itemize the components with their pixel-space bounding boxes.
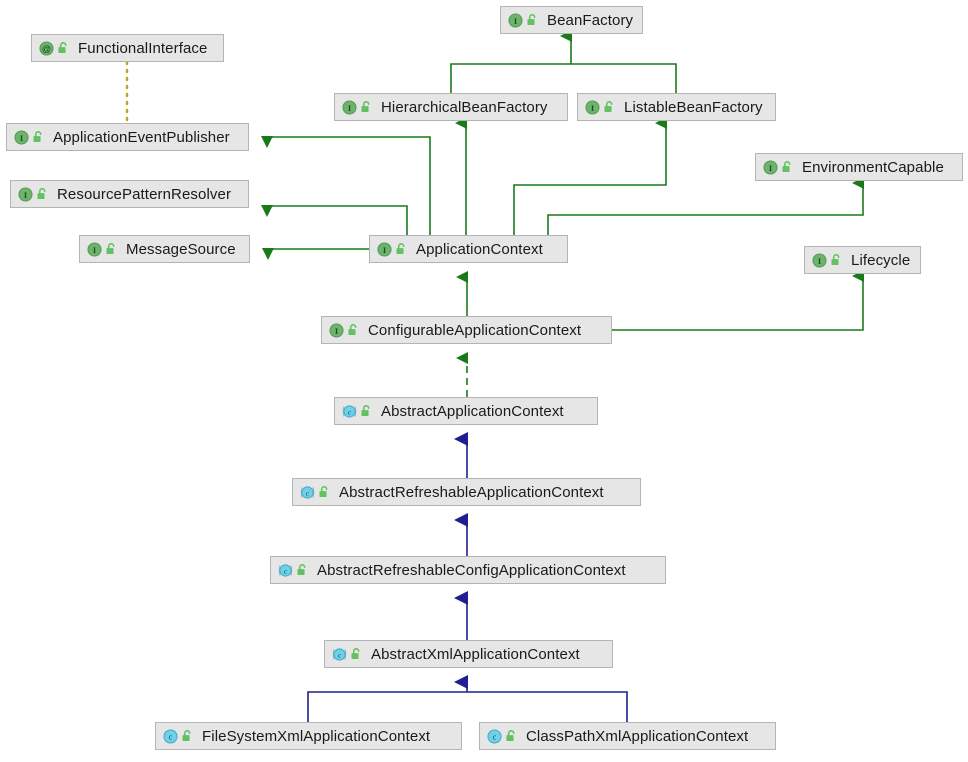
public-unlocked-padlock-icon — [36, 187, 49, 201]
interface-icon: I — [377, 241, 392, 257]
public-unlocked-padlock-icon — [360, 100, 373, 114]
class-icon: c — [487, 728, 502, 744]
class-node-label: ConfigurableApplicationContext — [368, 321, 582, 339]
class-node-configurableapplicationcontext[interactable]: I ConfigurableApplicationContext — [321, 316, 612, 344]
class-node-applicationcontext[interactable]: I ApplicationContext — [369, 235, 568, 263]
class-node-filesystemxmlapplicationcontext[interactable]: c FileSystemXmlApplicationContext — [155, 722, 462, 750]
public-unlocked-padlock-icon — [505, 729, 518, 743]
public-unlocked-padlock-icon — [181, 729, 194, 743]
interface-icon: I — [585, 99, 600, 115]
class-node-abstractrefreshableconfigapplicationcontext[interactable]: c AbstractRefreshableConfigApplicationCon… — [270, 556, 666, 584]
edge-configurableapplicationcontext-lifecycle — [612, 270, 864, 331]
public-unlocked-padlock-icon — [296, 563, 309, 577]
class-node-label: ApplicationContext — [416, 240, 543, 258]
abstract-class-icon: c — [300, 485, 315, 500]
public-unlocked-padlock-icon — [347, 323, 360, 337]
svg-text:I: I — [93, 244, 96, 254]
interface-icon: I — [329, 322, 344, 338]
class-node-label: AbstractApplicationContext — [381, 402, 564, 420]
abstract-class-icon: c — [278, 563, 293, 578]
svg-text:c: c — [338, 650, 342, 659]
public-unlocked-padlock-icon — [350, 647, 363, 661]
class-node-classpathxmlapplicationcontext[interactable]: c ClassPathXmlApplicationContext — [479, 722, 776, 750]
public-unlocked-padlock-icon — [32, 130, 45, 144]
public-unlocked-padlock-icon — [105, 242, 118, 256]
class-node-environmentcapable[interactable]: I EnvironmentCapable — [755, 153, 963, 181]
public-unlocked-padlock-icon — [395, 242, 408, 256]
class-node-label: AbstractRefreshableConfigApplicationCont… — [317, 561, 626, 579]
class-node-label: ListableBeanFactory — [624, 98, 763, 116]
abstract-class-icon: c — [342, 404, 357, 419]
class-node-label: MessageSource — [126, 240, 236, 258]
svg-text:I: I — [335, 325, 338, 335]
svg-text:I: I — [818, 255, 821, 265]
public-unlocked-padlock-icon — [360, 404, 373, 418]
abstract-class-icon: c — [332, 647, 347, 662]
svg-text:I: I — [348, 102, 351, 112]
svg-text:I: I — [514, 15, 517, 25]
class-node-beanfactory[interactable]: I BeanFactory — [500, 6, 643, 34]
svg-text:c: c — [284, 566, 288, 575]
class-node-abstractapplicationcontext[interactable]: c AbstractApplicationContext — [334, 397, 598, 425]
class-node-label: FunctionalInterface — [78, 39, 208, 57]
class-node-functionalinterface[interactable]: @ FunctionalInterface — [31, 34, 224, 62]
class-node-label: EnvironmentCapable — [802, 158, 944, 176]
class-node-label: BeanFactory — [547, 11, 634, 29]
public-unlocked-padlock-icon — [318, 485, 331, 499]
edge-applicationcontext-applicationeventpublisher — [261, 136, 431, 235]
edge-classpathxmlapplicationcontext-abstractxmlapplicationcontext — [467, 691, 628, 722]
annotation-icon: @ — [39, 40, 54, 56]
edge-listablebeanfactory-beanfactory — [571, 63, 677, 93]
svg-text:I: I — [769, 162, 772, 172]
edge-applicationcontext-resourcepatternresolver — [261, 205, 408, 235]
class-node-label: AbstractRefreshableApplicationContext — [339, 483, 604, 501]
public-unlocked-padlock-icon — [526, 13, 539, 27]
class-node-resourcepatternresolver[interactable]: I ResourcePatternResolver — [10, 180, 249, 208]
interface-icon: I — [508, 12, 523, 28]
public-unlocked-padlock-icon — [830, 253, 843, 267]
public-unlocked-padlock-icon — [603, 100, 616, 114]
class-node-listablebeanfactory[interactable]: I ListableBeanFactory — [577, 93, 776, 121]
edge-applicationcontext-environmentcapable — [547, 177, 864, 235]
class-node-messagesource[interactable]: I MessageSource — [79, 235, 250, 263]
class-icon: c — [163, 728, 178, 744]
svg-text:I: I — [20, 132, 23, 142]
interface-icon: I — [763, 159, 778, 175]
edge-filesystemxmlapplicationcontext-abstractxmlapplicationcontext — [307, 691, 467, 722]
svg-text:c: c — [348, 407, 352, 416]
interface-icon: I — [14, 129, 29, 145]
class-node-label: ResourcePatternResolver — [57, 185, 232, 203]
interface-icon: I — [87, 241, 102, 257]
public-unlocked-padlock-icon — [57, 41, 70, 55]
class-node-label: ApplicationEventPublisher — [53, 128, 230, 146]
interface-icon: I — [18, 186, 33, 202]
class-node-lifecycle[interactable]: I Lifecycle — [804, 246, 921, 274]
class-node-label: FileSystemXmlApplicationContext — [202, 727, 431, 745]
public-unlocked-padlock-icon — [781, 160, 794, 174]
interface-icon: I — [812, 252, 827, 268]
svg-text:c: c — [169, 732, 173, 741]
class-node-applicationeventpublisher[interactable]: I ApplicationEventPublisher — [6, 123, 249, 151]
class-node-label: Lifecycle — [851, 251, 911, 269]
interface-icon: I — [342, 99, 357, 115]
svg-text:I: I — [591, 102, 594, 112]
class-node-hierarchicalbeanfactory[interactable]: I HierarchicalBeanFactory — [334, 93, 568, 121]
class-node-label: AbstractXmlApplicationContext — [371, 645, 580, 663]
svg-text:I: I — [383, 244, 386, 254]
class-node-label: ClassPathXmlApplicationContext — [526, 727, 749, 745]
class-node-abstractxmlapplicationcontext[interactable]: c AbstractXmlApplicationContext — [324, 640, 613, 668]
class-node-label: HierarchicalBeanFactory — [381, 98, 548, 116]
svg-text:c: c — [306, 488, 310, 497]
edge-hierarchicalbeanfactory-beanfactory — [450, 63, 571, 93]
edge-applicationcontext-listablebeanfactory — [513, 117, 667, 235]
svg-text:@: @ — [42, 44, 52, 54]
class-node-abstractrefreshableapplicationcontext[interactable]: c AbstractRefreshableApplicationContext — [292, 478, 641, 506]
svg-text:I: I — [24, 189, 27, 199]
svg-text:c: c — [493, 732, 497, 741]
